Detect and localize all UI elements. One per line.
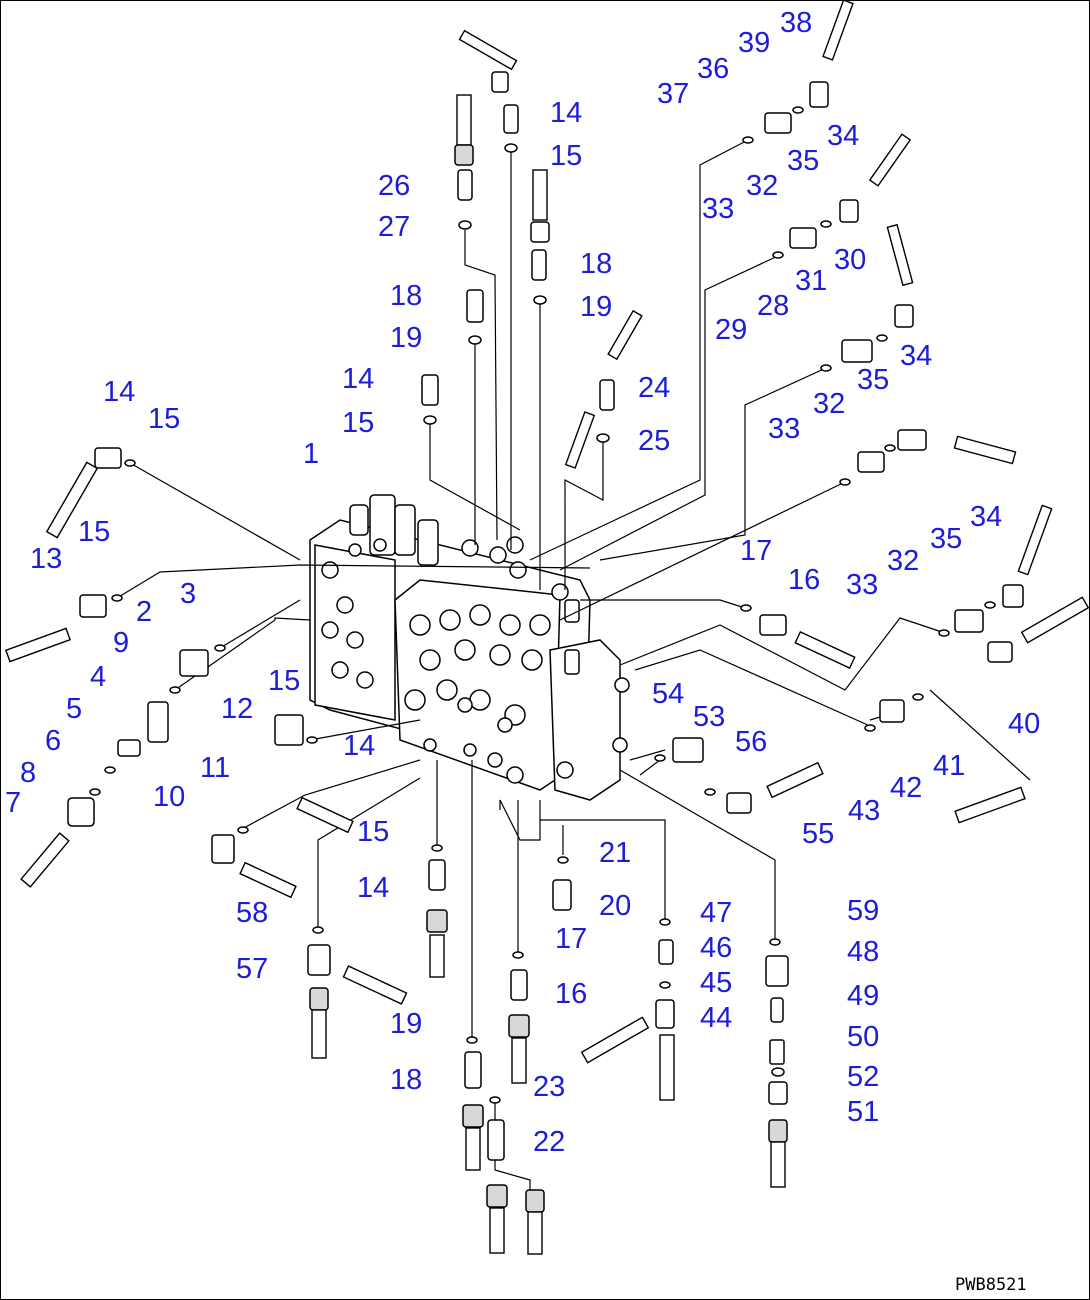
callout-label: 10 bbox=[153, 781, 185, 813]
callout-label: 59 bbox=[847, 895, 879, 927]
callout-label: 12 bbox=[221, 693, 253, 725]
callout-label: 25 bbox=[638, 425, 670, 457]
callout-label: 26 bbox=[378, 170, 410, 202]
callout-label: 5 bbox=[66, 693, 82, 725]
callout-label: 17 bbox=[555, 923, 587, 955]
callout-label: 15 bbox=[268, 665, 300, 697]
callout-label: 14 bbox=[343, 730, 375, 762]
drawing-code: PWB8521 bbox=[955, 1275, 1027, 1295]
callout-label: 2 bbox=[136, 596, 152, 628]
callout-label: 15 bbox=[357, 816, 389, 848]
callout-label: 57 bbox=[236, 953, 268, 985]
callout-label: 47 bbox=[700, 897, 732, 929]
callout-label: 41 bbox=[933, 750, 965, 782]
callout-label: 32 bbox=[746, 170, 778, 202]
callout-label: 32 bbox=[887, 545, 919, 577]
callout-label: 14 bbox=[357, 872, 389, 904]
callout-label: 53 bbox=[693, 701, 725, 733]
callout-label: 1 bbox=[303, 438, 319, 470]
callout-label: 13 bbox=[30, 543, 62, 575]
callout-label: 43 bbox=[848, 795, 880, 827]
callout-label: 18 bbox=[580, 248, 612, 280]
callout-label: 45 bbox=[700, 967, 732, 999]
callout-label: 16 bbox=[788, 564, 820, 596]
leader-lines bbox=[116, 139, 1031, 1195]
callout-label: 35 bbox=[857, 364, 889, 396]
callout-label: 44 bbox=[700, 1002, 732, 1034]
callout-label: 55 bbox=[802, 818, 834, 850]
callout-label: 27 bbox=[378, 211, 410, 243]
callout-label: 29 bbox=[715, 314, 747, 346]
callout-label: 18 bbox=[390, 280, 422, 312]
callout-label: 15 bbox=[148, 403, 180, 435]
callout-label: 30 bbox=[834, 244, 866, 276]
callout-labels: 38 39 36 37 14 15 26 27 34 35 32 33 18 1… bbox=[5, 7, 1040, 1158]
callout-label: 24 bbox=[638, 372, 670, 404]
callout-label: 7 bbox=[5, 787, 21, 819]
callout-label: 49 bbox=[847, 980, 879, 1012]
callout-label: 39 bbox=[738, 27, 770, 59]
callout-label: 22 bbox=[533, 1126, 565, 1158]
callout-label: 32 bbox=[813, 388, 845, 420]
callout-label: 14 bbox=[550, 97, 582, 129]
callout-label: 40 bbox=[1008, 708, 1040, 740]
callout-label: 37 bbox=[657, 78, 689, 110]
callout-label: 34 bbox=[827, 120, 859, 152]
callout-label: 14 bbox=[342, 363, 374, 395]
callout-label: 19 bbox=[390, 1008, 422, 1040]
callout-label: 9 bbox=[113, 627, 129, 659]
callout-label: 35 bbox=[930, 523, 962, 555]
callout-label: 19 bbox=[580, 291, 612, 323]
callout-label: 18 bbox=[390, 1064, 422, 1096]
callout-label: 34 bbox=[970, 501, 1002, 533]
callout-label: 15 bbox=[342, 407, 374, 439]
callout-label: 15 bbox=[78, 516, 110, 548]
callout-label: 46 bbox=[700, 932, 732, 964]
callout-label: 23 bbox=[533, 1071, 565, 1103]
callout-label: 28 bbox=[757, 290, 789, 322]
callout-label: 42 bbox=[890, 772, 922, 804]
callout-label: 16 bbox=[555, 978, 587, 1010]
callout-label: 33 bbox=[846, 569, 878, 601]
callout-label: 17 bbox=[740, 535, 772, 567]
callout-label: 50 bbox=[847, 1021, 879, 1053]
callout-label: 48 bbox=[847, 936, 879, 968]
callout-label: 19 bbox=[390, 322, 422, 354]
callout-label: 34 bbox=[900, 340, 932, 372]
callout-label: 54 bbox=[652, 678, 684, 710]
callout-label: 51 bbox=[847, 1096, 879, 1128]
callout-label: 6 bbox=[45, 725, 61, 757]
callout-label: 52 bbox=[847, 1061, 879, 1093]
control-valve-assembly bbox=[309, 494, 630, 801]
callout-label: 8 bbox=[20, 757, 36, 789]
callout-label: 36 bbox=[697, 53, 729, 85]
callout-label: 20 bbox=[599, 890, 631, 922]
callout-label: 35 bbox=[787, 145, 819, 177]
callout-label: 33 bbox=[768, 413, 800, 445]
callout-label: 14 bbox=[103, 376, 135, 408]
callout-label: 4 bbox=[90, 661, 106, 693]
callout-label: 33 bbox=[702, 193, 734, 225]
callout-label: 56 bbox=[735, 726, 767, 758]
hoses-and-fittings bbox=[4, 0, 1090, 1255]
callout-label: 21 bbox=[599, 837, 631, 869]
callout-label: 3 bbox=[180, 578, 196, 610]
callout-label: 58 bbox=[236, 897, 268, 929]
callout-label: 38 bbox=[780, 7, 812, 39]
callout-label: 15 bbox=[550, 140, 582, 172]
callout-label: 31 bbox=[795, 265, 827, 297]
callout-label: 11 bbox=[200, 752, 230, 784]
